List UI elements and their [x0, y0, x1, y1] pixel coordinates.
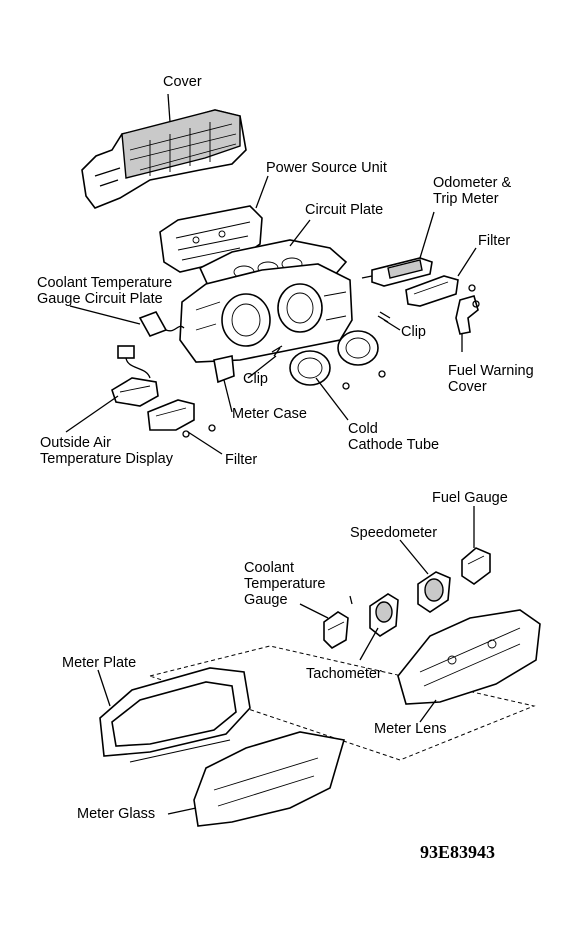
- meter-plate-part: [99, 667, 251, 763]
- label-clip-right: Clip: [401, 324, 426, 340]
- figure-code: 93E83943: [420, 842, 496, 862]
- label-coolant-gauge-line3: Gauge: [244, 592, 288, 608]
- label-meter-case: Meter Case: [232, 406, 307, 422]
- label-power-source-unit: Power Source Unit: [266, 160, 387, 176]
- tachometer-part: [369, 593, 399, 637]
- label-speedometer: Speedometer: [350, 525, 438, 541]
- label-coolant-gauge-line1: Coolant: [244, 560, 294, 576]
- label-circuit-plate: Circuit Plate: [305, 202, 384, 218]
- label-odometer-line1: Odometer &: [433, 175, 512, 191]
- label-cover: Cover: [163, 74, 202, 90]
- label-cold-cathode-line1: Cold: [348, 421, 378, 437]
- label-meter-lens: Meter Lens: [374, 721, 447, 737]
- coolant-circuit-plate-part: [138, 311, 185, 337]
- label-coolant-circuit-line2: Gauge Circuit Plate: [37, 291, 163, 307]
- label-fuel-warning-line2: Cover: [448, 379, 487, 395]
- label-fuel-warning-line1: Fuel Warning: [448, 363, 534, 379]
- label-coolant-circuit-line1: Coolant Temperature: [37, 275, 173, 291]
- speedometer-part: [417, 571, 451, 613]
- label-coolant-gauge-line2: Temperature: [244, 576, 326, 592]
- label-meter-glass: Meter Glass: [77, 806, 156, 822]
- cover-part: [81, 109, 247, 209]
- filter-bottom-part: [147, 399, 216, 438]
- leader-lines-top: [65, 93, 477, 455]
- label-fuel-gauge: Fuel Gauge: [432, 490, 508, 506]
- fuel-warning-cover-part: [455, 295, 480, 335]
- label-odometer-line2: Trip Meter: [433, 191, 499, 207]
- label-clip-left: Clip: [243, 371, 268, 387]
- alignment-dashes: [148, 645, 536, 761]
- odometer-part: [361, 257, 433, 287]
- leader-lines-bottom: [97, 506, 475, 815]
- fuel-gauge-part: [461, 547, 491, 585]
- outside-air-display-part: [111, 345, 159, 407]
- meter-case-part: [179, 263, 353, 384]
- filter-top-part: [405, 275, 476, 307]
- meter-lens-part: [397, 609, 541, 705]
- label-cold-cathode-line2: Cathode Tube: [348, 437, 440, 453]
- meter-glass-part: [193, 731, 346, 827]
- label-meter-plate: Meter Plate: [62, 655, 137, 671]
- cold-cathode-tube-part: [289, 330, 386, 390]
- coolant-gauge-part: [323, 611, 349, 649]
- label-tachometer: Tachometer: [306, 666, 382, 682]
- label-outside-air-line2: Temperature Display: [40, 451, 173, 467]
- label-filter-top: Filter: [478, 233, 511, 249]
- label-filter-bottom: Filter: [225, 452, 258, 468]
- label-outside-air-line1: Outside Air: [40, 435, 111, 451]
